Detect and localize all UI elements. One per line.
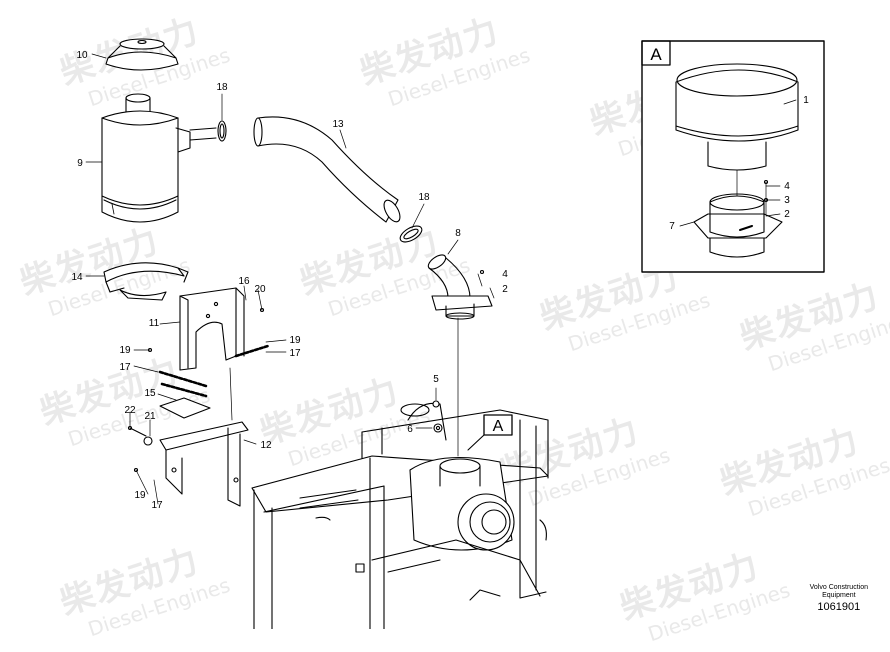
detail-label: A: [650, 45, 662, 64]
part-22-screw: [127, 425, 147, 437]
detail-callout-2: 2: [784, 209, 790, 220]
callout-19: 19: [134, 490, 146, 501]
callout-22: 22: [124, 405, 136, 416]
callout-4: 4: [502, 269, 508, 280]
callout-18: 18: [418, 192, 430, 203]
small-bolts: [133, 269, 485, 473]
callout-14: 14: [71, 272, 83, 283]
callout-13: 13: [332, 119, 344, 130]
part-18-clamp-upper: [189, 120, 227, 142]
part-12-support-bracket: [159, 421, 249, 507]
part-8-elbow-adapter: [427, 254, 493, 320]
part-11-bracket: [179, 287, 245, 371]
callout-16: 16: [238, 276, 250, 287]
company-name-line2: Equipment: [822, 592, 856, 599]
detail-callout-1: 1: [803, 95, 809, 106]
part-13-intake-hose: [253, 116, 401, 223]
part-9-filter-housing: [101, 93, 191, 223]
detail-a-view: [641, 40, 825, 273]
parts-diagram: 10 9 18 13 18 8 4 2 14 16 20 11 19 17 19…: [71, 38, 825, 629]
callout-21: 21: [144, 411, 156, 422]
machine-frame: [251, 402, 549, 629]
diagram-number: 1061901: [817, 601, 861, 613]
callout-5: 5: [433, 374, 439, 385]
leader-lines: [85, 53, 495, 505]
view-tag-label: A: [493, 418, 504, 435]
detail-callout-7: 7: [669, 221, 675, 232]
callout-15: 15: [144, 388, 156, 399]
callout-18: 18: [216, 82, 228, 93]
part-15-plate: [159, 397, 211, 419]
callout-8: 8: [455, 228, 461, 239]
view-tag-a: [467, 414, 513, 451]
part-14-band-clamp: [103, 262, 189, 301]
detail-callout-4: 4: [784, 181, 790, 192]
footer: Volvo Construction Equipment 1061901: [810, 584, 868, 614]
callout-6: 6: [407, 424, 413, 435]
detail-callout-3: 3: [784, 195, 790, 206]
callout-17: 17: [151, 500, 163, 511]
part-21-nut: [143, 436, 153, 446]
callout-19: 19: [119, 345, 131, 356]
callout-17: 17: [119, 362, 131, 373]
callout-9: 9: [77, 158, 83, 169]
callout-20: 20: [254, 284, 266, 295]
callout-19: 19: [289, 335, 301, 346]
fastener-hatching: [158, 344, 270, 398]
part-18-clamp-lower: [399, 225, 423, 243]
callout-10: 10: [76, 50, 88, 61]
callout-17: 17: [289, 348, 301, 359]
callout-11: 11: [149, 318, 160, 329]
company-name-line1: Volvo Construction: [809, 584, 868, 591]
part-10-filter-cap: [105, 38, 179, 71]
callout-12: 12: [260, 440, 272, 451]
callout-2: 2: [502, 284, 508, 295]
